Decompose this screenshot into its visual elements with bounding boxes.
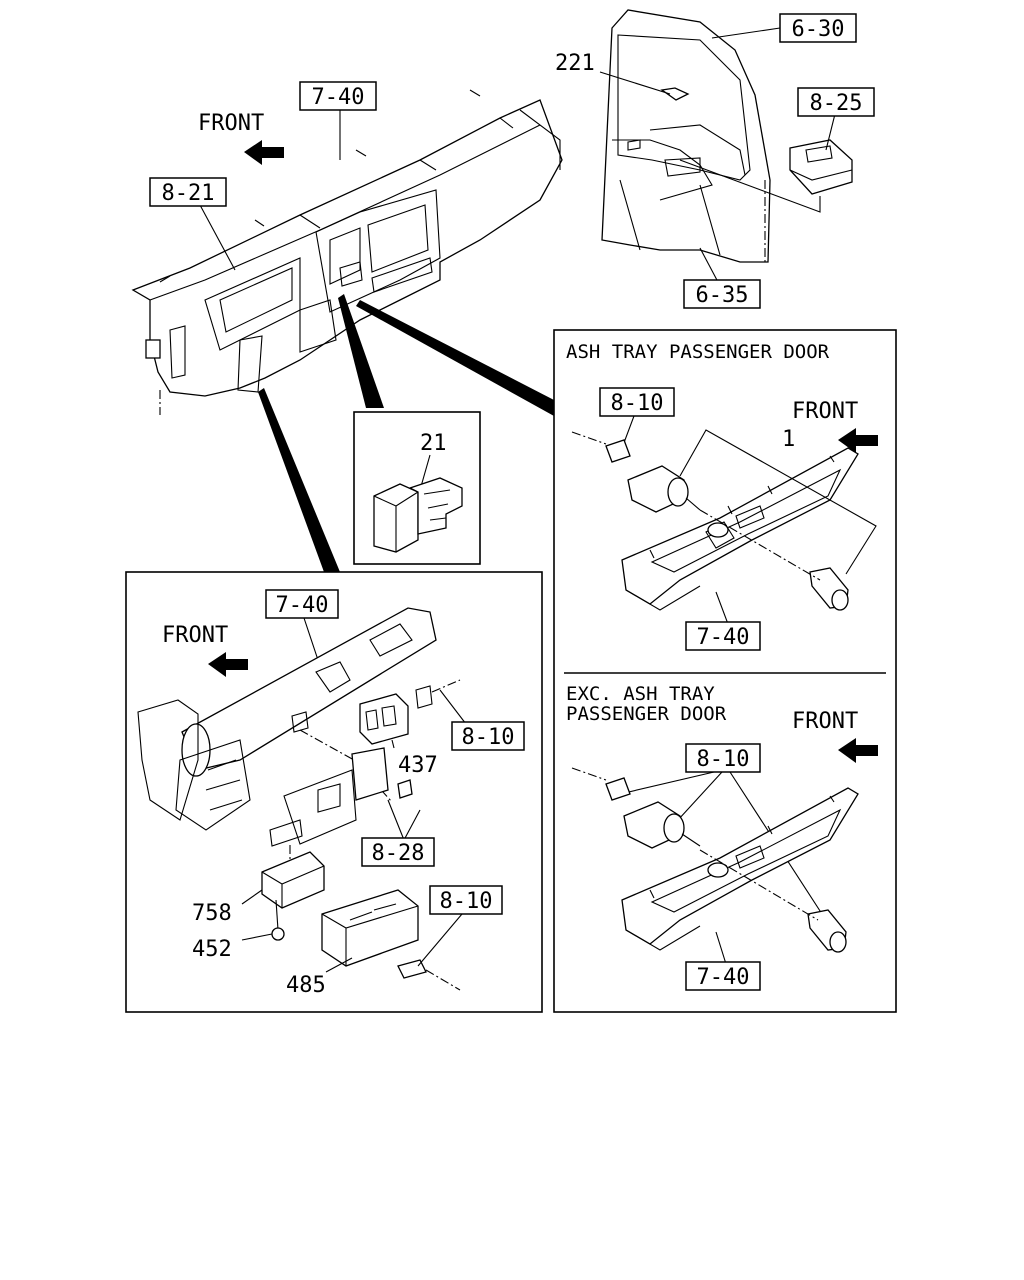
leader-exc-dash bbox=[715, 931, 727, 965]
ref-window-switch: 8-25 bbox=[810, 91, 863, 116]
ref-door-top: 6-30 bbox=[792, 17, 845, 42]
right-panel-frame bbox=[553, 329, 897, 1013]
front-label-exc: FRONT bbox=[792, 709, 858, 734]
part-1: 1 bbox=[782, 427, 795, 452]
ref-dash-top: 7-40 bbox=[312, 85, 365, 110]
front-arrow-ash bbox=[838, 428, 878, 453]
ref-box-exc-dash bbox=[685, 961, 761, 991]
ref-bracket-harness-a: 8-10 bbox=[462, 725, 515, 750]
ref-box-bracket-harness-a bbox=[451, 721, 525, 751]
leader-ash-dash bbox=[715, 591, 729, 625]
ref-box-ash-dash bbox=[685, 621, 761, 651]
window-switch-illustration bbox=[789, 139, 853, 195]
callout-to-ash-panel bbox=[356, 300, 554, 416]
leader-bracket-harness-a bbox=[439, 689, 467, 725]
leader-221 bbox=[599, 71, 671, 95]
ref-ash-dash: 7-40 bbox=[697, 625, 750, 650]
ref-bracket-relay: 8-28 bbox=[372, 841, 425, 866]
leader-window-switch bbox=[679, 113, 836, 213]
ref-box-bracket-harness-b bbox=[429, 885, 503, 915]
ref-box-ash-harness bbox=[599, 387, 675, 417]
callout-to-bracket-panel bbox=[258, 388, 340, 572]
ref-box-dash-top bbox=[299, 81, 377, 111]
switch-inset-frame bbox=[353, 411, 481, 565]
ref-door-bottom: 6-35 bbox=[696, 283, 749, 308]
bracket-assembly-illustration bbox=[137, 607, 461, 991]
ref-box-door-top bbox=[779, 13, 857, 43]
leader-452 bbox=[241, 933, 273, 941]
front-arrow-bracket bbox=[208, 652, 248, 677]
leader-door-top bbox=[711, 27, 781, 39]
leader-bracket-relay bbox=[387, 799, 421, 841]
ref-cluster: 8-21 bbox=[162, 181, 215, 206]
leader-ash-lighter bbox=[679, 429, 877, 575]
leader-bracket-harness-b bbox=[417, 913, 463, 967]
front-arrow-top bbox=[244, 140, 284, 165]
leader-bracket-dash bbox=[303, 617, 319, 661]
leader-758 bbox=[241, 889, 263, 905]
ref-box-cluster bbox=[149, 177, 227, 207]
part-437: 437 bbox=[398, 753, 438, 778]
ash-console-illustration bbox=[571, 431, 859, 611]
leader-door-bottom bbox=[699, 247, 719, 283]
part-485: 485 bbox=[286, 973, 326, 998]
exc-panel-header-line1: EXC. ASH TRAY bbox=[566, 683, 715, 705]
exc-panel-header-line2: PASSENGER DOOR bbox=[566, 703, 727, 725]
part-221: 221 bbox=[555, 51, 595, 76]
ref-box-bracket-dash bbox=[265, 589, 339, 619]
leader-485 bbox=[325, 957, 353, 973]
front-arrow-exc bbox=[838, 738, 878, 763]
ref-bracket-dash: 7-40 bbox=[276, 593, 329, 618]
exc-console-illustration bbox=[571, 767, 859, 953]
door-illustration bbox=[601, 9, 771, 265]
part-452: 452 bbox=[192, 937, 232, 962]
ref-box-bracket-relay bbox=[361, 837, 435, 867]
leader-437 bbox=[391, 739, 395, 749]
ref-ash-harness: 8-10 bbox=[611, 391, 664, 416]
ash-panel-header: ASH TRAY PASSENGER DOOR bbox=[566, 341, 830, 363]
callout-to-switch-inset bbox=[338, 294, 384, 408]
part-758: 758 bbox=[192, 901, 232, 926]
leader-cluster bbox=[199, 204, 236, 271]
ref-bracket-harness-b: 8-10 bbox=[440, 889, 493, 914]
front-label-ash: FRONT bbox=[792, 399, 858, 424]
front-label-bracket: FRONT bbox=[162, 623, 228, 648]
ref-box-door-bottom bbox=[683, 279, 761, 309]
ref-exc-harness: 8-10 bbox=[697, 747, 750, 772]
ref-box-exc-harness bbox=[685, 743, 761, 773]
ref-box-window-switch bbox=[797, 87, 875, 117]
dashboard-illustration bbox=[131, 89, 563, 415]
part-21: 21 bbox=[420, 431, 447, 456]
switch-21-illustration bbox=[373, 477, 463, 553]
ref-exc-dash: 7-40 bbox=[697, 965, 750, 990]
bracket-panel-frame bbox=[125, 571, 543, 1013]
front-label-top: FRONT bbox=[198, 111, 264, 136]
